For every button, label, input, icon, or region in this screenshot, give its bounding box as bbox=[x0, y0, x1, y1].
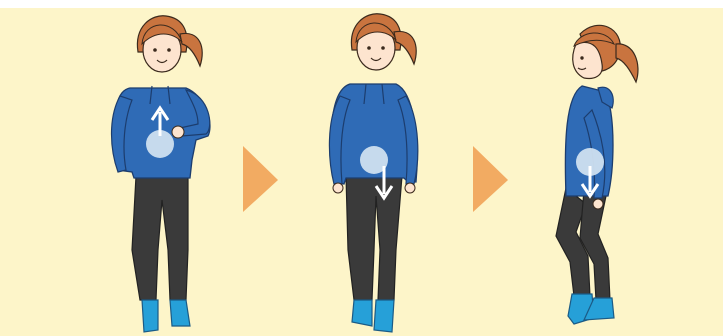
shoe-icon bbox=[352, 300, 372, 326]
figure-inhale bbox=[112, 16, 210, 332]
shoe-icon bbox=[374, 300, 394, 332]
next-step-arrow-icon bbox=[243, 146, 278, 212]
figure-side-squat bbox=[556, 25, 638, 324]
figure-exhale bbox=[329, 14, 417, 332]
next-step-arrow-icon bbox=[473, 146, 508, 212]
shoe-icon bbox=[170, 300, 190, 326]
shoe-icon bbox=[142, 300, 158, 332]
